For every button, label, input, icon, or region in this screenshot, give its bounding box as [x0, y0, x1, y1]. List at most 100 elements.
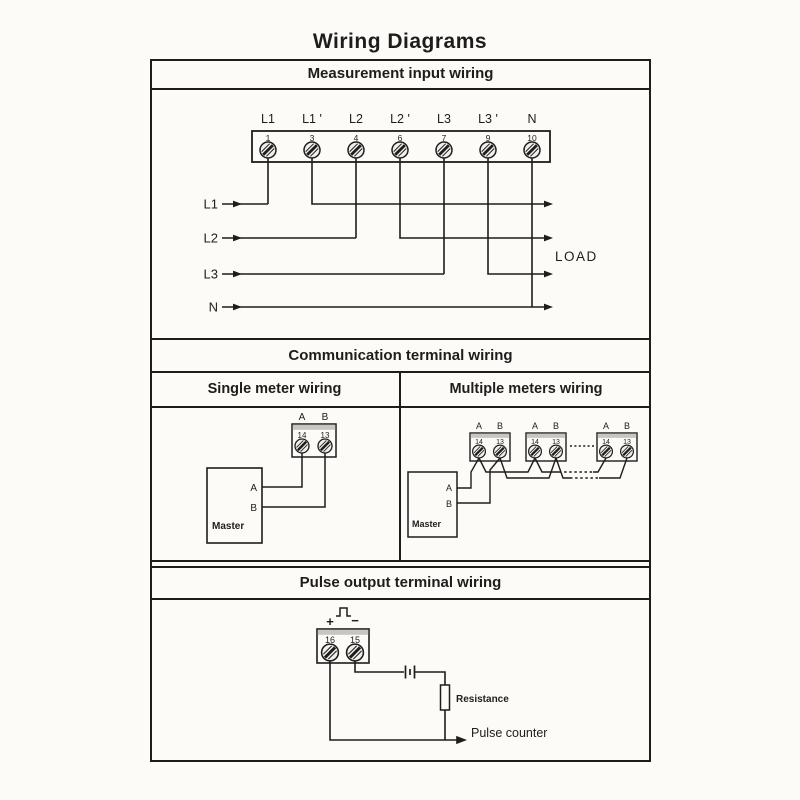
terminal-screw-3	[302, 140, 322, 160]
terminal-number: 1	[266, 133, 271, 143]
multi-b3-screw-14	[598, 443, 614, 460]
pulse-section-header: Pulse output terminal wiring	[299, 574, 502, 591]
arrow-out-l2	[544, 234, 553, 242]
multi-block-3	[596, 432, 638, 462]
multi-wires-dotted	[559, 471, 599, 479]
comm-single-subheader: Single meter wiring	[207, 381, 342, 397]
multi-b2-number-14: 14	[531, 439, 539, 446]
multi-b1-letter-b: B	[497, 421, 503, 431]
single-terminal-block-strip	[292, 424, 336, 430]
multi-b1-screw-14	[471, 443, 487, 460]
phase-label-l3: L3	[437, 112, 451, 126]
source-label-l1: L1	[204, 197, 218, 212]
arrow-out-l3	[544, 270, 553, 278]
rule-pulse-header-bottom	[150, 598, 651, 600]
terminal-screw-10	[522, 140, 542, 160]
multi-b2-screw-13	[548, 443, 564, 460]
terminal-number: 6	[398, 133, 403, 143]
multi-master-port-a: A	[446, 483, 452, 493]
pulse-terminal-number-16: 16	[325, 635, 335, 645]
multi-b3-letter-b: B	[624, 421, 630, 431]
phase-label-l1p: L1 '	[302, 112, 322, 126]
multi-b2-number-13: 13	[552, 439, 560, 446]
phase-label-l1: L1	[261, 112, 275, 126]
multi-block-1-strip	[470, 433, 510, 438]
terminal-number: 3	[310, 133, 315, 143]
pulse-screw-16	[320, 642, 340, 663]
single-terminal-letter-a: A	[299, 412, 306, 423]
pulse-diagram: + − 16 15 Resistance Pulse counter	[316, 607, 547, 745]
pulse-screw-15	[345, 642, 365, 663]
single-wires	[262, 453, 326, 508]
single-master-port-b: B	[250, 503, 257, 514]
single-screw-13	[316, 437, 334, 455]
rule-comm-section-bottom	[150, 560, 651, 562]
single-master-label: Master	[212, 521, 244, 532]
arrow-out-l1	[544, 200, 553, 208]
single-screw-14	[293, 437, 311, 455]
multi-b3-letter-a: A	[603, 421, 609, 431]
measurement-section-header: Measurement input wiring	[307, 65, 494, 82]
terminal-number: 10	[527, 133, 537, 143]
comm-single-diagram: A B 14 13 Master A B	[206, 412, 337, 544]
pulse-waveform-icon	[336, 607, 351, 617]
multi-master-box	[407, 471, 458, 538]
rule-comm-column-divider	[399, 371, 401, 560]
phase-label-l2: L2	[349, 112, 363, 126]
arrow-in-l3	[233, 270, 242, 278]
arrow-pulse-counter	[456, 735, 467, 745]
load-label: LOAD	[555, 249, 598, 264]
single-terminal-number-14: 14	[298, 431, 307, 440]
terminal-screw-4	[346, 140, 366, 160]
arrow-in-l2	[233, 234, 242, 242]
source-label-n: N	[209, 300, 218, 315]
terminal-screw-7	[434, 140, 454, 160]
source-label-l2: L2	[204, 231, 218, 246]
single-terminal-number-13: 13	[321, 431, 330, 440]
terminal-screw-6	[390, 140, 410, 160]
phase-label-l3p: L3 '	[478, 112, 498, 126]
comm-section-header: Communication terminal wiring	[288, 347, 513, 364]
multi-block-2-strip	[526, 433, 566, 438]
battery-icon	[404, 665, 416, 679]
terminal-screw-1	[258, 140, 278, 160]
pulse-terminal-block	[316, 628, 370, 664]
phase-label-l2p: L2 '	[390, 112, 410, 126]
terminal-number: 4	[354, 133, 359, 143]
source-label-l3: L3	[204, 267, 218, 282]
multi-b3-number-14: 14	[602, 439, 610, 446]
measurement-wires	[222, 158, 548, 308]
multi-b1-number-13: 13	[496, 439, 504, 446]
multi-master-port-b: B	[446, 499, 452, 509]
multi-b2-letter-a: A	[532, 421, 538, 431]
multi-b3-screw-13	[619, 443, 635, 460]
arrow-in-n	[233, 303, 242, 311]
multi-master-label: Master	[412, 519, 442, 529]
measurement-terminal-strip	[251, 130, 551, 163]
terminal-screw-9	[478, 140, 498, 160]
page-title: Wiring Diagrams	[312, 30, 488, 53]
pulse-counter-label: Pulse counter	[471, 726, 547, 740]
arrow-in-l1	[233, 200, 242, 208]
multi-wires	[457, 457, 628, 504]
single-master-port-a: A	[250, 483, 257, 494]
measurement-diagram: 1 3 4 6 7 9 10 L1 L1 ' L2 L2 ' L3 L3 ' N…	[204, 112, 598, 315]
terminal-number: 9	[486, 133, 491, 143]
multi-b2-letter-b: B	[553, 421, 559, 431]
pulse-terminal-number-15: 15	[350, 635, 360, 645]
multi-b1-letter-a: A	[476, 421, 482, 431]
pulse-plus-label: +	[326, 614, 334, 629]
terminal-number: 7	[442, 133, 447, 143]
multi-block-3-strip	[597, 433, 637, 438]
comm-multiple-subheader: Multiple meters wiring	[449, 381, 603, 397]
single-terminal-letter-b: B	[322, 412, 329, 423]
multi-block-2	[525, 432, 567, 462]
pulse-minus-label: −	[351, 613, 359, 628]
diagram-frame	[150, 59, 651, 762]
phase-label-n: N	[527, 112, 536, 126]
rule-measurement-section-bottom	[150, 338, 651, 340]
arrow-out-n	[544, 303, 553, 311]
single-master-box	[206, 467, 263, 544]
